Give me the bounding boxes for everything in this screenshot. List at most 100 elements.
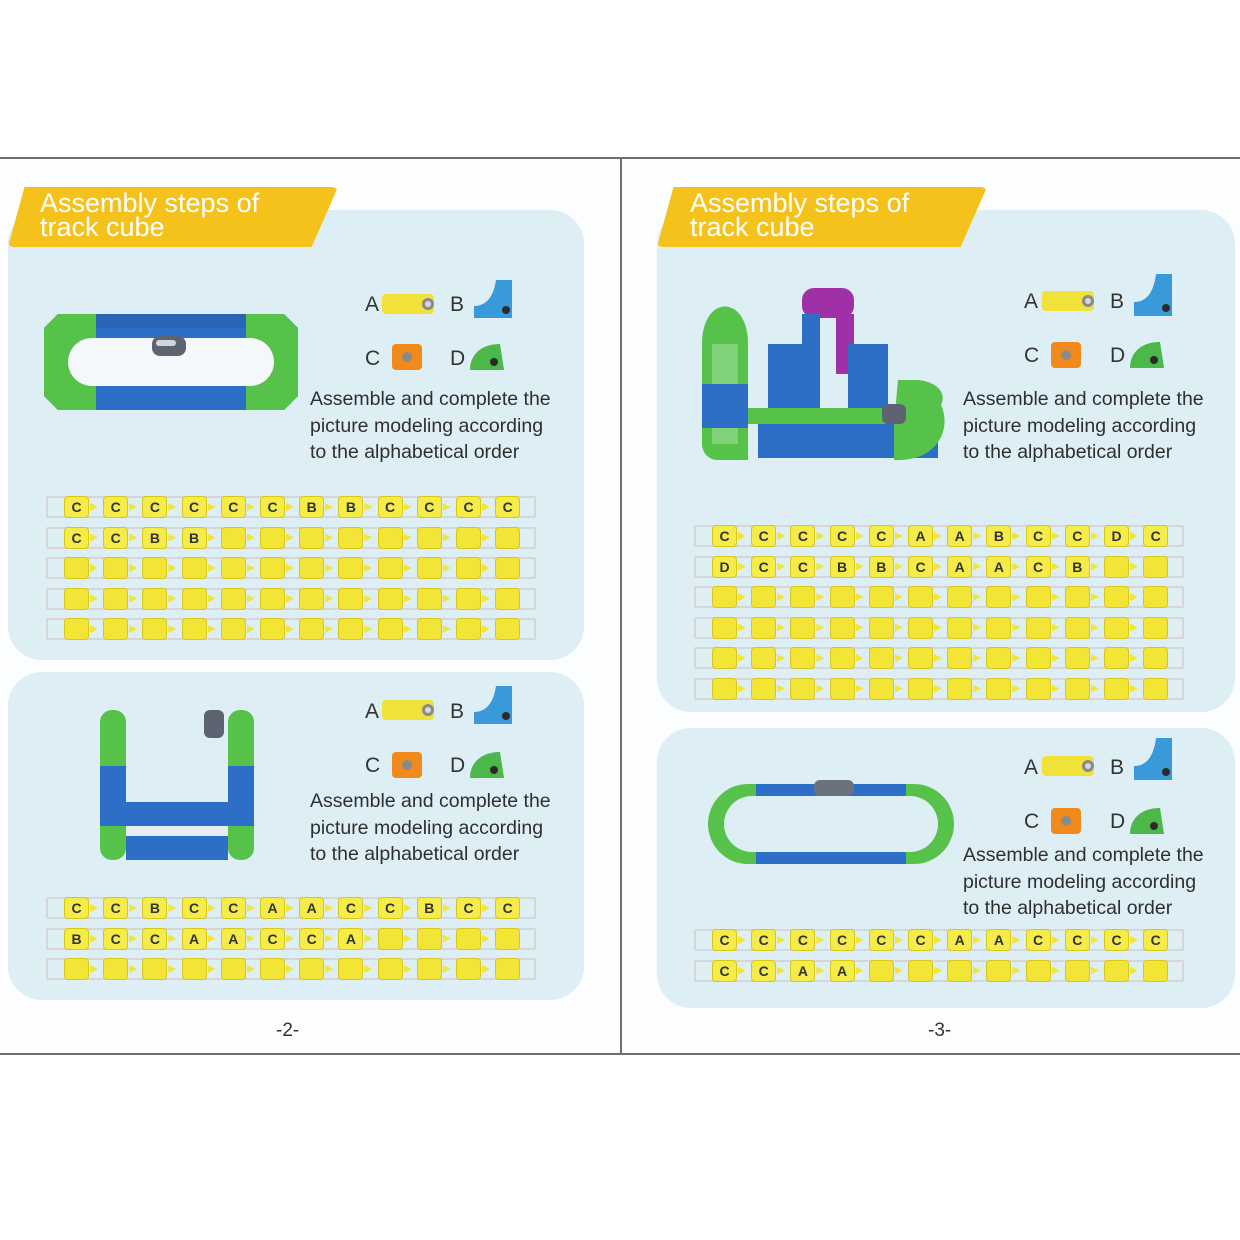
sequence-cell: C (712, 959, 737, 982)
sequence-cell (908, 586, 933, 608)
cell-connector-icon (482, 965, 490, 973)
cell-connector-icon (816, 966, 825, 975)
cell-connector-icon (207, 533, 216, 542)
cell-connector-icon (777, 684, 786, 693)
sequence-cell: C (1025, 929, 1051, 951)
sequence-cell (908, 959, 933, 982)
sequence-cell (64, 618, 89, 640)
cell-connector-icon (855, 936, 864, 944)
sequence-cell (299, 526, 325, 549)
header-banner (8, 187, 338, 247)
sequence-cell: C (220, 496, 246, 518)
sequence-cell (142, 618, 168, 640)
sequence-cell: D (1104, 525, 1129, 547)
track-rail (46, 927, 537, 950)
sequence-cell: B (338, 496, 364, 518)
sequence-cell (103, 958, 129, 980)
cell-connector-icon (1012, 623, 1021, 632)
cell-connector-icon (246, 594, 255, 603)
sequence-cell: C (456, 496, 481, 518)
sequence-cell (947, 959, 973, 982)
sequence-cell: B (829, 555, 855, 578)
blue-ramp-block-icon (1134, 738, 1172, 780)
track-rail (694, 586, 1185, 608)
sequence-cell (712, 647, 737, 669)
sequence-cell (142, 557, 168, 579)
orange-cube-block-icon (1051, 808, 1081, 834)
cell-connector-icon (286, 503, 294, 511)
sequence-cell: C (829, 929, 855, 951)
sequence-cell (416, 526, 442, 549)
sequence-cell (142, 958, 168, 980)
cell-connector-icon (1130, 936, 1138, 944)
sequence-cell (790, 647, 816, 669)
sequence-cell: C (103, 897, 129, 919)
sequence-cell (868, 959, 894, 982)
cell-connector-icon (286, 564, 294, 572)
sequence-cell: C (751, 525, 777, 547)
sequence-cell (103, 557, 129, 579)
sequence-cell (947, 616, 973, 639)
cell-connector-icon (934, 654, 942, 662)
cell-connector-icon (894, 593, 903, 601)
yellow-straight-block-icon (1042, 291, 1094, 311)
sequence-cell (456, 618, 481, 640)
cell-connector-icon (168, 564, 177, 572)
cell-connector-icon (90, 965, 98, 973)
sequence-cell (947, 586, 973, 608)
cell-connector-icon (286, 533, 294, 542)
panel-step-1 (8, 210, 584, 660)
sequence-cell (1025, 616, 1051, 639)
sequence-cell (416, 618, 442, 640)
cell-connector-icon (1012, 532, 1021, 540)
sequence-cell (338, 557, 364, 579)
cell-connector-icon (442, 625, 451, 633)
cell-connector-icon (855, 966, 864, 975)
sequence-cell (64, 958, 89, 980)
sequence-cell: B (142, 897, 168, 919)
sequence-cell (1025, 959, 1051, 982)
cell-connector-icon (129, 533, 138, 542)
cell-connector-icon (168, 625, 177, 633)
cell-connector-icon (168, 533, 177, 542)
cell-connector-icon (403, 594, 412, 603)
cell-connector-icon (90, 503, 98, 511)
cell-connector-icon (129, 503, 138, 511)
cell-connector-icon (129, 594, 138, 603)
legend-letter-b: B (1110, 290, 1125, 313)
green-curve-block-icon (470, 752, 504, 778)
cell-connector-icon (1130, 623, 1138, 632)
sequence-cell (299, 958, 325, 980)
cell-connector-icon (442, 533, 451, 542)
cell-connector-icon (973, 966, 982, 975)
sequence-cell (986, 616, 1012, 639)
cell-connector-icon (934, 966, 942, 975)
sequence-cell (829, 647, 855, 669)
instruction-text: Assemble and complete the picture modeli… (310, 388, 551, 463)
cell-connector-icon (246, 625, 255, 633)
cell-connector-icon (738, 562, 746, 571)
cell-connector-icon (1012, 654, 1021, 662)
sequence-cell (712, 616, 737, 639)
cell-connector-icon (738, 936, 746, 944)
sequence-cell (377, 958, 403, 980)
sequence-cell (790, 586, 816, 608)
sequence-cell (338, 587, 364, 610)
cell-connector-icon (207, 625, 216, 633)
cell-connector-icon (482, 594, 490, 603)
sequence-cell (64, 557, 89, 579)
cell-connector-icon (90, 934, 98, 943)
track-rail (46, 897, 537, 919)
sequence-cell: B (868, 555, 894, 578)
sequence-cell: C (64, 526, 89, 549)
sequence-cell: A (829, 959, 855, 982)
cell-connector-icon (482, 533, 490, 542)
cell-connector-icon (1051, 654, 1060, 662)
sequence-cell (908, 616, 933, 639)
cell-connector-icon (738, 966, 746, 975)
instruction-text: Assemble and complete the picture modeli… (963, 388, 1204, 463)
sequence-cell: C (416, 496, 442, 518)
sequence-cell: C (868, 525, 894, 547)
cell-connector-icon (777, 593, 786, 601)
model-oval-track (44, 314, 298, 410)
